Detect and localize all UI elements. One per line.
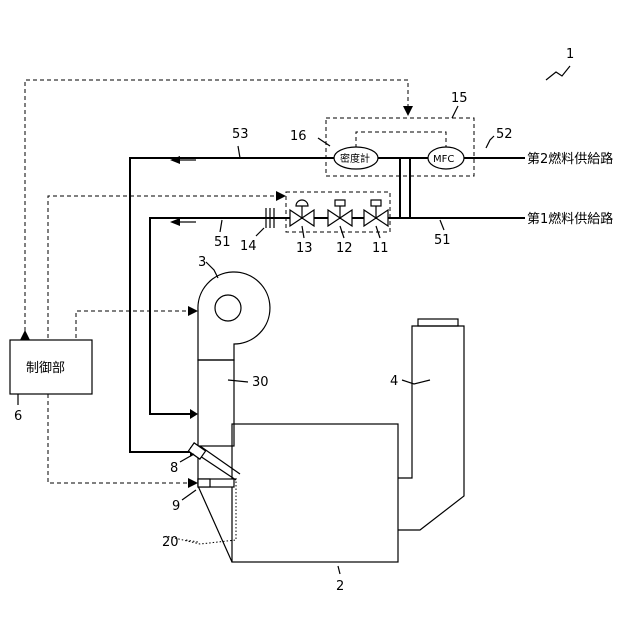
label-14: 14 xyxy=(240,239,257,254)
line-53-left xyxy=(130,158,400,452)
leader-4 xyxy=(402,380,430,384)
valve-11 xyxy=(364,200,388,226)
label-2: 2 xyxy=(336,579,344,594)
furnace-wall xyxy=(198,446,232,562)
mfc-text: MFC xyxy=(433,154,454,165)
label-11: 11 xyxy=(372,241,389,256)
label-16: 16 xyxy=(290,129,307,144)
label-8: 8 xyxy=(170,461,178,476)
leader-20 xyxy=(186,540,198,542)
arrow-right-valves xyxy=(276,191,286,201)
leader-14 xyxy=(256,228,264,236)
control-line-top xyxy=(25,80,408,338)
label-first-fuel: 第1燃料供給路 xyxy=(527,211,613,227)
control-line-burner9 xyxy=(48,394,188,483)
leader-15 xyxy=(452,106,458,118)
label-second-fuel: 第2燃料供給路 xyxy=(527,151,613,167)
valve-12 xyxy=(328,200,352,226)
label-1: 1 xyxy=(566,47,574,62)
arrow-down-top xyxy=(403,106,413,116)
burner-9 xyxy=(198,479,234,487)
line-52-leader xyxy=(486,136,494,148)
label-51-left: 51 xyxy=(214,235,231,250)
label-20: 20 xyxy=(162,535,179,550)
label-15: 15 xyxy=(451,91,468,106)
leader-8 xyxy=(180,454,194,462)
label-13: 13 xyxy=(296,241,313,256)
blower-leader xyxy=(206,262,218,278)
label-52: 52 xyxy=(496,127,513,142)
controller-ref: 6 xyxy=(14,409,22,424)
leader-2 xyxy=(338,566,340,574)
label-12: 12 xyxy=(336,241,353,256)
arrow-right-blower xyxy=(188,306,198,316)
exhaust-stack xyxy=(398,326,464,530)
leader-30 xyxy=(228,380,248,382)
controller-text: 制御部 xyxy=(26,361,65,376)
label-53: 53 xyxy=(232,127,249,142)
arrow-right-burner9 xyxy=(188,478,198,488)
duct xyxy=(198,360,234,446)
furnace xyxy=(232,424,398,562)
leader-1 xyxy=(546,66,570,80)
density-mfc-link xyxy=(356,132,446,148)
densitometer-text: 密度計 xyxy=(340,152,370,165)
label-3: 3 xyxy=(198,255,206,270)
label-9: 9 xyxy=(172,499,180,514)
leader-51-right xyxy=(440,220,444,230)
valve-13 xyxy=(290,200,314,226)
arrow-51-end xyxy=(190,409,198,419)
arrow-up-controller xyxy=(20,330,30,340)
blower-fan xyxy=(215,295,241,321)
label-4: 4 xyxy=(390,374,398,389)
label-30: 30 xyxy=(252,375,269,390)
arrow-51 xyxy=(170,218,180,226)
leader-53 xyxy=(238,146,240,158)
control-line-blower xyxy=(76,311,188,338)
exhaust-cap xyxy=(418,319,458,326)
leader-9 xyxy=(182,490,196,500)
leader-51-left xyxy=(220,220,222,232)
blower xyxy=(198,272,270,360)
label-51-right: 51 xyxy=(434,233,451,248)
line-53 xyxy=(400,158,525,218)
leader-16 xyxy=(318,138,330,146)
